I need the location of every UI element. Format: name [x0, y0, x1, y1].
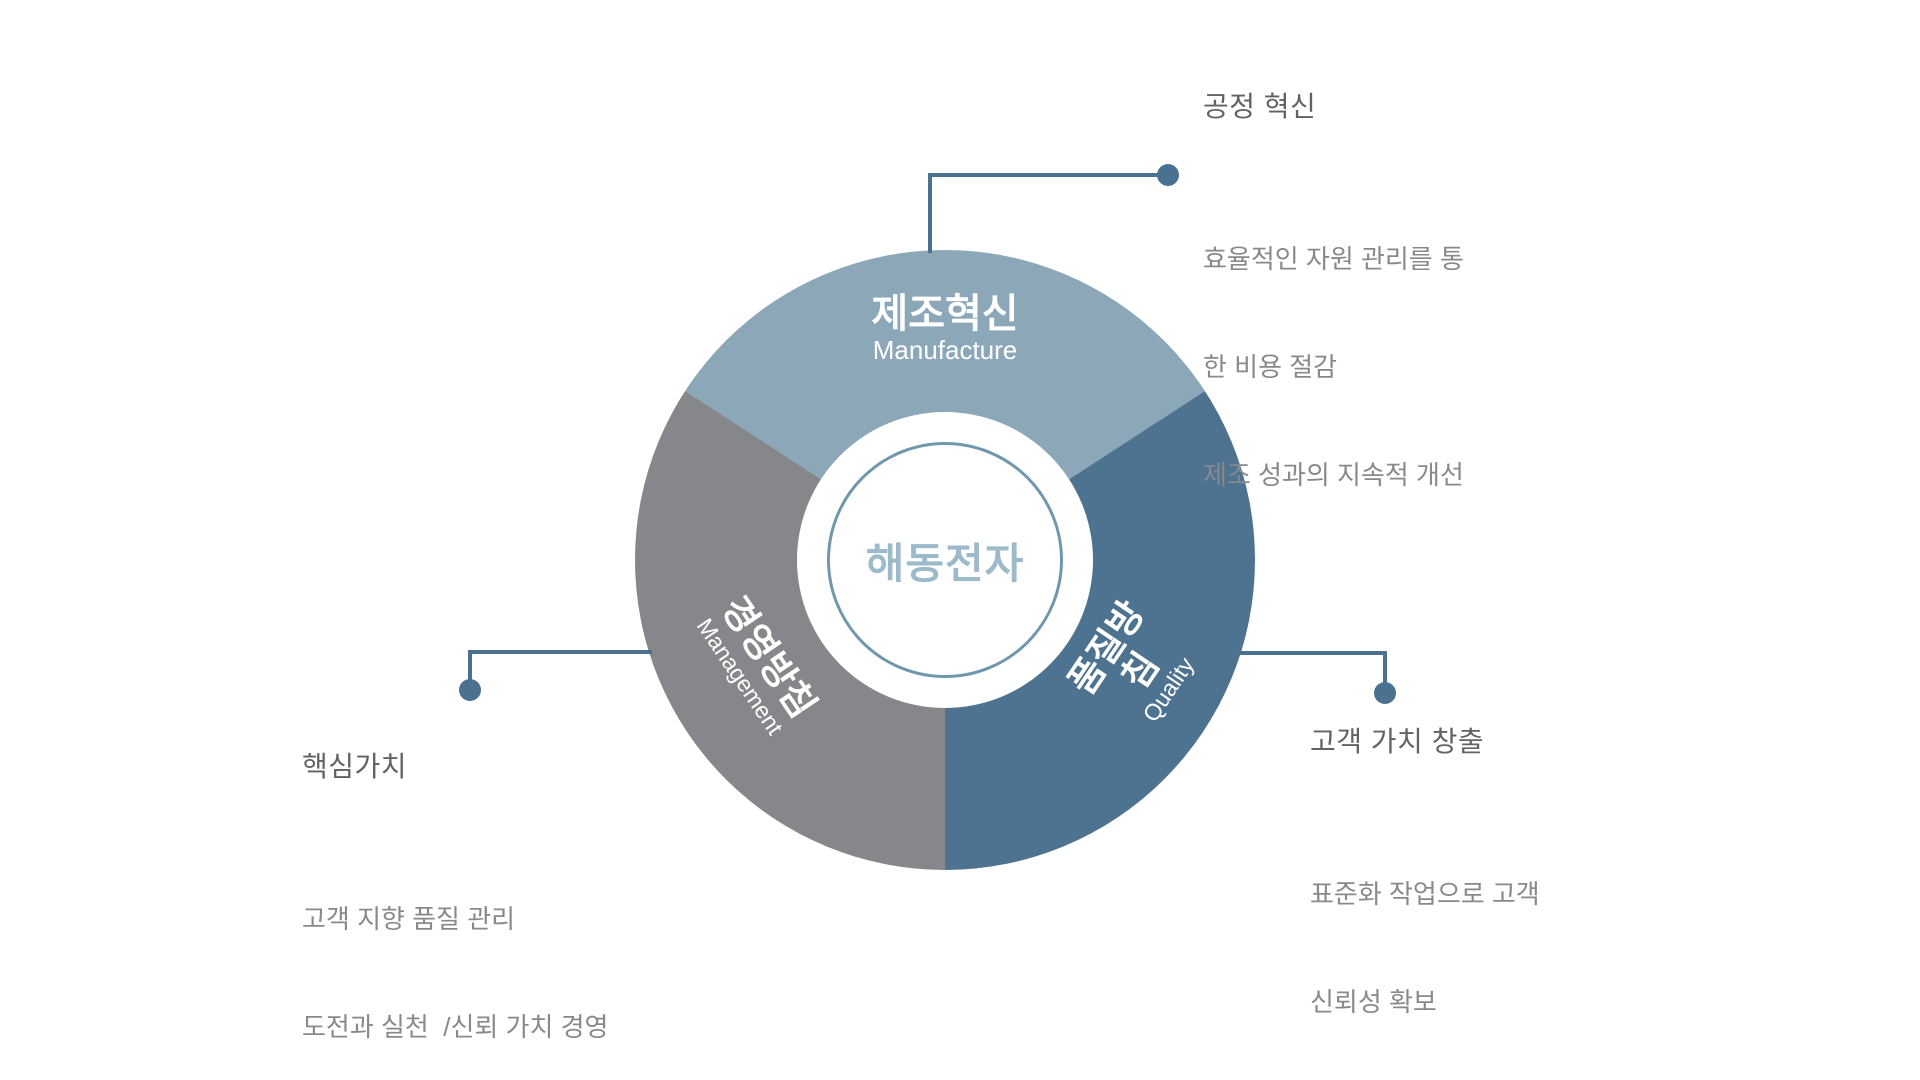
connector-top-dot [1157, 164, 1179, 186]
callout-customer-value-title: 고객 가치 창출 [1310, 726, 1485, 757]
connector-left-vertical [468, 650, 472, 682]
callout-process-innovation-title: 공정 혁신 [1203, 91, 1317, 122]
callout-customer-value-body: 표준화 작업으로 고객 신뢰성 확보 결함및 불량 예방 활동 강화 품질 최우… [1310, 804, 1633, 1080]
segment-manufacture-ko: 제조혁신 [871, 292, 1019, 336]
connector-right-horizontal [1237, 651, 1387, 655]
callout-line: 고객 지향 품질 관리 [302, 904, 516, 934]
callout-line: 신뢰성 확보 [1310, 987, 1437, 1017]
company-name: 해동전자 [865, 539, 1025, 587]
connector-right-dot [1374, 682, 1396, 704]
connector-left-dot [459, 679, 481, 701]
segment-manufacture-en: Manufacture [872, 335, 1018, 365]
center-disc: 해동전자 [797, 412, 1093, 708]
callout-line: 효율적인 자원 관리를 통 [1203, 244, 1464, 274]
callout-line: 도전과 실천 /신뢰 가치 경영 [302, 1012, 609, 1042]
callout-core-values: 핵심가치 고객 지향 품질 관리 도전과 실천 /신뢰 가치 경영 고객 감동 [302, 745, 608, 1080]
connector-right-vertical [1383, 651, 1387, 684]
callout-process-innovation: 공정 혁신 효율적인 자원 관리를 통 한 비용 절감 제조 성과의 지속적 개… [1203, 85, 1464, 565]
center-ring [827, 442, 1063, 678]
callout-line: 표준화 작업으로 고객 [1310, 879, 1540, 909]
callout-core-values-body: 고객 지향 품질 관리 도전과 실천 /신뢰 가치 경영 고객 감동 [302, 829, 608, 1080]
segment-manufacture-label: 제조혁신 Manufacture [635, 292, 1255, 366]
callout-process-innovation-body: 효율적인 자원 관리를 통 한 비용 절감 제조 성과의 지속적 개선 [1203, 169, 1464, 565]
callout-customer-value: 고객 가치 창출 표준화 작업으로 고객 신뢰성 확보 결함및 불량 예방 활동… [1310, 720, 1633, 1080]
connector-left-horizontal [470, 650, 652, 654]
callout-core-values-title: 핵심가치 [302, 751, 408, 782]
connector-top-vertical [928, 175, 932, 253]
donut-chart: 제조혁신 Manufacture 경영방침 Management 품질방침 Qu… [635, 250, 1255, 870]
callout-line: 한 비용 절감 [1203, 352, 1338, 382]
segment-management-label: 경영방침 Management [691, 589, 824, 740]
connector-top-horizontal [928, 173, 1160, 177]
callout-line: 제조 성과의 지속적 개선 [1203, 460, 1464, 490]
